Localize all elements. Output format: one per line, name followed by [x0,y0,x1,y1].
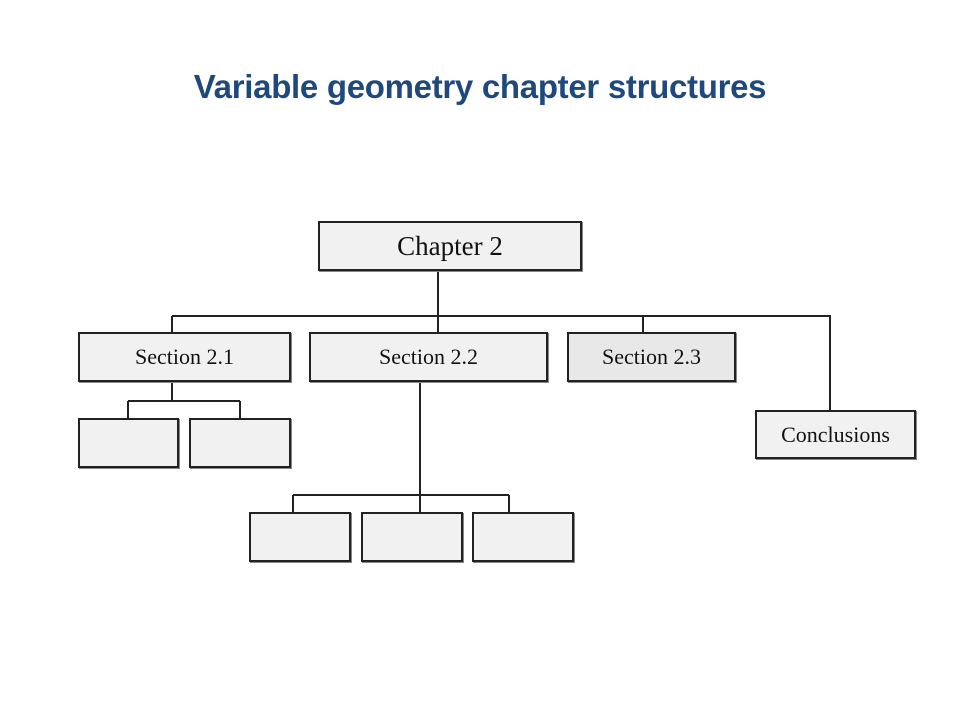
conclusions-box: Conclusions [755,410,916,459]
subsection-box [78,418,179,468]
subsection-box [189,418,291,468]
subsection-box [472,512,574,562]
subsection-box [361,512,463,562]
subsection-box [249,512,351,562]
slide-title: Variable geometry chapter structures [193,68,767,105]
section-box: Section 2.2 [309,332,548,382]
section-box: Section 2.1 [78,332,291,382]
chapter-box: Chapter 2 [318,221,582,271]
section-box: Section 2.3 [567,332,736,382]
